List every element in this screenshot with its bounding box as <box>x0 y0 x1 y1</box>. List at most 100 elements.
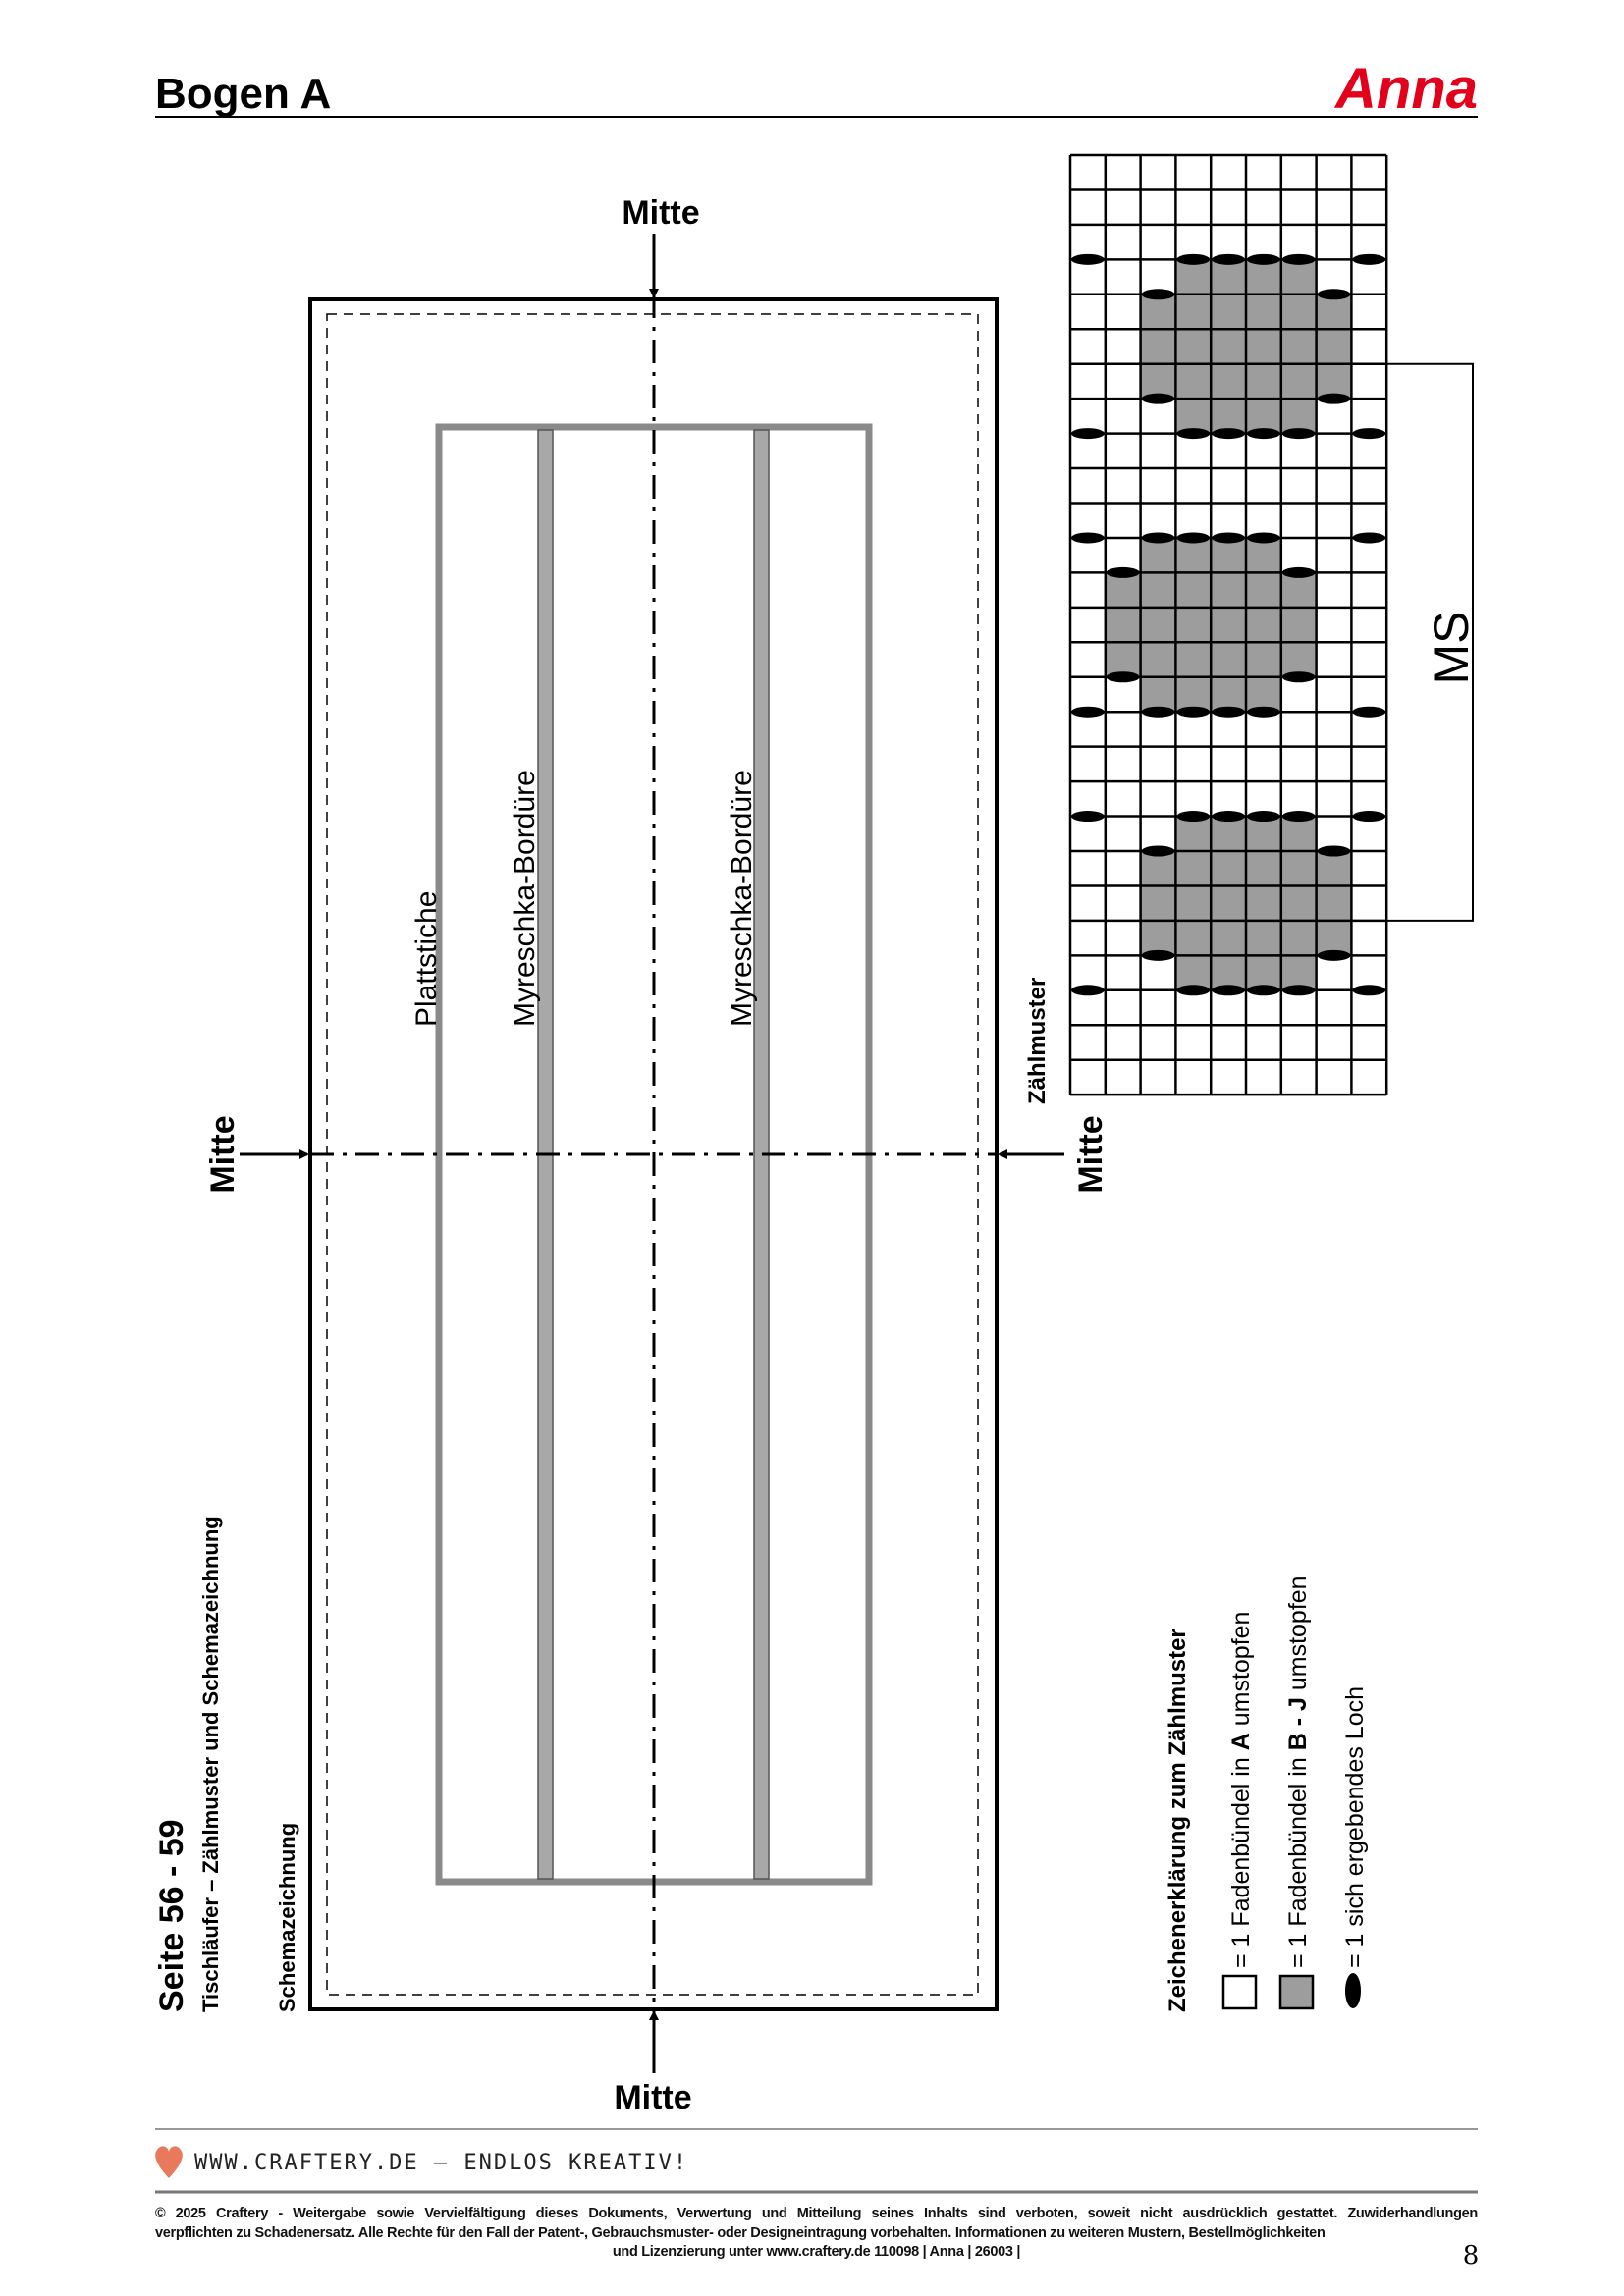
chart-cell-white <box>1140 399 1176 434</box>
hole-icon <box>1106 566 1140 578</box>
legend: Zeichenerklärung zum Zählmuster = 1 Fade… <box>1164 1575 1369 2012</box>
chart-cell-white <box>1140 955 1176 990</box>
hole-icon <box>1141 289 1175 300</box>
chart-cell-gray <box>1280 955 1317 990</box>
chart-cell-white <box>1211 224 1246 260</box>
chart-cell-white <box>1175 989 1212 1026</box>
hole-icon <box>1247 811 1280 823</box>
chart-cell-white <box>1316 155 1352 190</box>
chart-cell-white <box>1280 468 1317 504</box>
chart-cell-white <box>1070 399 1106 434</box>
chart-cell-white <box>1070 294 1106 330</box>
hole-icon <box>1247 532 1280 544</box>
chart-cell-white <box>1351 329 1387 364</box>
subtitle: Tischläufer – Zählmuster und Schemazeich… <box>198 1516 223 2012</box>
chart-cell-white <box>1070 816 1106 851</box>
chart-cell-white <box>1140 503 1176 538</box>
chart-cell-white <box>1280 433 1317 469</box>
chart-cell-gray <box>1175 851 1212 886</box>
chart-cell-white <box>1316 781 1352 817</box>
chart-cell-white <box>1351 537 1387 573</box>
legend-hole-icon <box>1345 1973 1361 2008</box>
legend-item-3: = 1 sich ergebendes Loch <box>1341 1686 1369 1968</box>
chart-cell-gray <box>1140 537 1176 573</box>
chart-cell-white <box>1316 816 1352 851</box>
chart-cell-white <box>1351 746 1387 782</box>
hole-icon <box>1281 811 1316 823</box>
chart-cell-gray <box>1280 572 1317 608</box>
chart-cell-white <box>1070 329 1106 364</box>
chart-cell-white <box>1316 503 1352 538</box>
chart-cell-white <box>1316 572 1352 608</box>
chart-cell-white <box>1175 433 1212 469</box>
chart-cell-white <box>1351 885 1387 921</box>
chart-cell-white <box>1351 189 1387 225</box>
chart-cell-white <box>1280 746 1317 782</box>
chart-cell-gray <box>1175 259 1212 294</box>
page-mark: 8 <box>1463 2241 1480 2270</box>
chart-cell-white <box>1280 676 1317 713</box>
chart-cell-white <box>1211 1025 1246 1060</box>
chart-cell-gray <box>1246 329 1281 364</box>
chart-cell-white <box>1070 989 1106 1026</box>
hole-icon <box>1141 949 1175 961</box>
chart-cell-gray <box>1280 259 1317 294</box>
hole-icon <box>1212 811 1245 823</box>
hole-icon <box>1141 845 1175 857</box>
chart-cell-gray <box>1211 642 1246 677</box>
chart-cell-white <box>1140 816 1176 851</box>
chart-cell-gray <box>1211 816 1246 851</box>
chart-cell-white <box>1351 816 1387 851</box>
chart-cell-white <box>1211 189 1246 225</box>
chart-cell-white <box>1246 189 1281 225</box>
chart-cell-white <box>1351 259 1387 294</box>
chart-cell-white <box>1351 781 1387 817</box>
page-title: Bogen A <box>155 70 331 118</box>
chart-cell-white <box>1175 712 1212 747</box>
chart-cell-white <box>1351 851 1387 886</box>
chart-cell-white <box>1175 746 1212 782</box>
hole-icon <box>1141 706 1175 718</box>
chart-cell-white <box>1105 433 1141 469</box>
chart-cell-white <box>1105 816 1141 851</box>
chart-cell-gray <box>1246 851 1281 886</box>
chart-cell-white <box>1070 155 1106 190</box>
chart-cell-white <box>1316 676 1352 713</box>
chart-cell-white <box>1070 537 1106 573</box>
chart-cell-white <box>1140 712 1176 747</box>
chart-cell-white <box>1070 642 1106 677</box>
chart-cell-white <box>1351 712 1387 747</box>
chart-cell-gray <box>1105 607 1141 643</box>
chart-cell-white <box>1140 781 1176 817</box>
chart-cell-gray <box>1246 885 1281 921</box>
chart-cell-gray <box>1175 676 1212 713</box>
chart-cell-gray <box>1211 572 1246 608</box>
chart-cell-white <box>1175 224 1212 260</box>
chart-cell-gray <box>1175 607 1212 643</box>
footer-slogan[interactable]: WWW.CRAFTERY.DE – ENDLOS KREATIV! <box>194 2151 688 2175</box>
chart-cell-white <box>1211 1059 1246 1095</box>
chart-cell-white <box>1105 468 1141 504</box>
copyright-notice: © 2025 Craftery - Weitergabe sowie Vervi… <box>155 2205 1478 2263</box>
chart-cell-white <box>1175 503 1212 538</box>
hole-icon <box>1212 253 1245 265</box>
center-label-bottom: Mitte <box>614 2079 691 2116</box>
chart-cell-gray <box>1175 642 1212 677</box>
chart-cell-white <box>1105 537 1141 573</box>
chart-cell-white <box>1105 781 1141 817</box>
chart-cell-white <box>1280 1025 1317 1060</box>
chart-cell-white <box>1351 1025 1387 1060</box>
chart-cell-gray <box>1175 885 1212 921</box>
chart-cell-gray <box>1280 363 1317 400</box>
chart-cell-white <box>1316 989 1352 1026</box>
pages-label: Seite 56 - 59 <box>153 1819 190 2012</box>
chart-cell-white <box>1246 468 1281 504</box>
hole-icon <box>1281 985 1316 996</box>
chart-cell-gray <box>1246 816 1281 851</box>
chart-cell-white <box>1070 920 1106 956</box>
label-myreschka-2: Myreschka-Bordüre <box>726 770 758 1027</box>
chart-cell-white <box>1070 1025 1106 1060</box>
chart-cell-white <box>1211 712 1246 747</box>
chart-cell-gray <box>1246 676 1281 713</box>
chart-cell-gray <box>1211 851 1246 886</box>
